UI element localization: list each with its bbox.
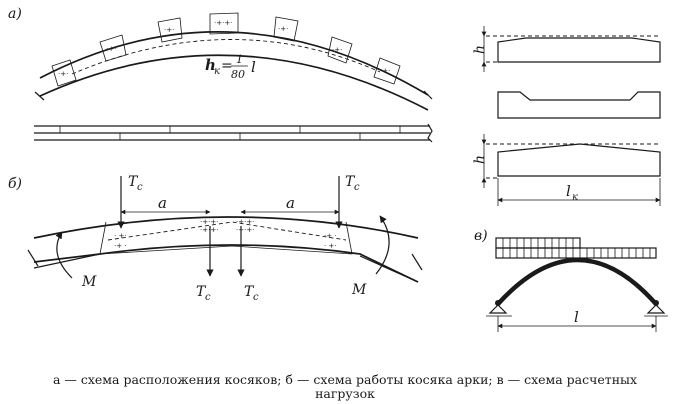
svg-text:c: c: [205, 292, 211, 303]
svg-text:=: =: [221, 58, 233, 74]
svg-text:·+·+·: ·+·+·: [214, 19, 232, 27]
caption-line-1: а — схема расположения косяков; б — схем…: [52, 372, 638, 387]
svg-text:·+·+·: ·+·+·: [200, 218, 218, 226]
panel-v-label: в): [474, 228, 488, 244]
svg-text:·+·: ·+·: [164, 26, 174, 34]
svg-text:a: a: [286, 194, 295, 212]
force-labels: T c T c T c T c: [128, 174, 360, 303]
kosyak-plates: [51, 12, 401, 87]
bolt-marks: ·+· ·+· ·+· ·+·+· ·+· ·+· ·+·: [58, 19, 390, 78]
svg-text:l: l: [251, 58, 256, 76]
svg-text:·+ ·: ·+ ·: [324, 232, 337, 240]
svg-text:·+·+·: ·+·+·: [236, 218, 254, 226]
svg-text:·+·+·: ·+·+·: [200, 226, 218, 234]
force-arrows: [117, 176, 343, 277]
svg-text:T: T: [128, 174, 139, 190]
panel-b-label: б): [8, 176, 22, 192]
hk-labels: h h: [472, 45, 488, 164]
caption-line-2: нагрузок: [315, 386, 375, 401]
svg-text:T: T: [345, 174, 356, 190]
svg-text:·+·+·: ·+·+·: [236, 226, 254, 234]
hk-formula: h к = 1 80 l: [205, 53, 256, 81]
dimension-a: a a: [120, 194, 340, 215]
svg-text:c: c: [253, 292, 259, 303]
panel-b-kosyak: б) · +· ·+ · ·+·+· ·+·+· ·+·+· ·+·+· ·+ …: [8, 174, 423, 303]
panel-a-straight-beam: [34, 123, 433, 143]
svg-text:·+·: ·+·: [106, 45, 116, 53]
svg-text:h: h: [205, 56, 216, 74]
load-arch: [496, 257, 658, 306]
svg-text:h: h: [472, 155, 488, 164]
panel-v-loads: в) l: [474, 228, 668, 332]
lk-label: l к: [566, 182, 578, 203]
panel-a-arch: ·+· ·+· ·+· ·+·+· ·+· ·+· ·+· а) h к = 1…: [8, 6, 433, 111]
kosyak-profiles: h h l к: [472, 26, 661, 206]
svg-text:M: M: [351, 282, 367, 298]
svg-text:a: a: [158, 194, 167, 212]
svg-text:·+·: ·+·: [58, 70, 68, 78]
svg-text:к: к: [572, 192, 578, 203]
svg-text:T: T: [244, 284, 255, 300]
svg-text:·+·: ·+·: [278, 25, 288, 33]
svg-text:h: h: [472, 45, 488, 54]
panel-a-label: а): [8, 6, 22, 22]
svg-text:M: M: [81, 274, 97, 290]
svg-text:c: c: [137, 182, 143, 193]
svg-text:к: к: [214, 66, 220, 77]
svg-text:l: l: [566, 182, 571, 200]
support-left: [488, 304, 508, 314]
svg-text:c: c: [354, 182, 360, 193]
svg-text:· +·: · +·: [324, 242, 337, 250]
svg-text:T: T: [196, 284, 207, 300]
span-label: l: [574, 308, 579, 326]
svg-text:·+ ·: ·+ ·: [114, 242, 127, 250]
svg-text:· +·: · +·: [114, 232, 127, 240]
support-right: [646, 304, 666, 314]
svg-text:·+·: ·+·: [332, 46, 342, 54]
moment-arrows: M M: [55, 215, 390, 298]
svg-text:1: 1: [236, 53, 243, 66]
svg-text:80: 80: [231, 68, 245, 81]
svg-text:·+·: ·+·: [380, 67, 390, 75]
